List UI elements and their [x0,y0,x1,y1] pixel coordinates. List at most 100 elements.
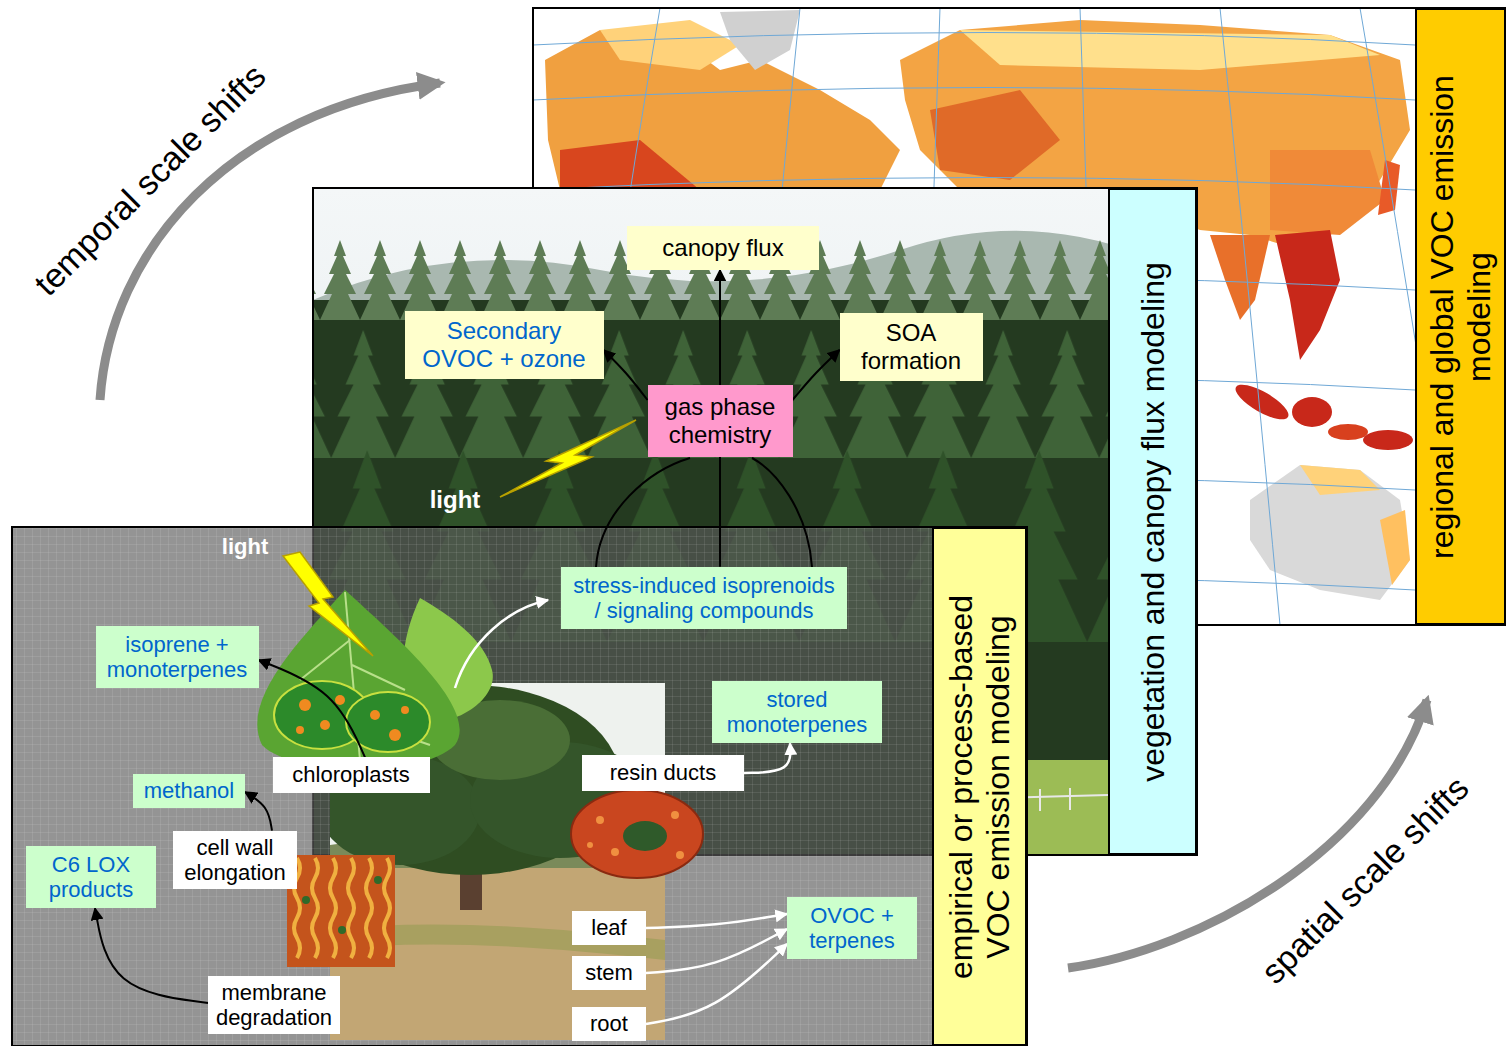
process-box: membrane degradation [208,976,340,1035]
world-map-panel [930,90,1060,180]
leaf-scale-panel [671,811,679,819]
leaf-scale-panel [571,790,703,878]
flow-line [752,458,812,567]
leaf-scale-panel [370,710,380,720]
flow-arrow [646,914,787,928]
scale-panel: vegetation and canopy flux modeling canop… [313,188,1197,855]
leaf-scale-panel [623,821,667,851]
scale-shift-arrow [100,83,1427,968]
process-box: root [572,1007,646,1040]
world-map-panel [600,20,740,70]
flow-arrow [245,792,272,831]
leaf-scale-panel [12,527,1027,1046]
flow-arrow [95,908,208,1003]
leaf-scale-panel [299,699,311,711]
box-label: Secondary OVOC + ozone [417,317,592,372]
leaf-scale-panel [302,876,382,934]
box-label: gas phase chemistry [658,393,783,448]
flow-arrow [719,270,721,386]
leaf-scale-panel [12,527,1027,1046]
leaf-scale-panel [401,706,409,714]
scale-shift-label: spatial scale shifts [1254,769,1477,992]
process-box: stored monoterpenes [712,681,882,744]
world-map-panel [533,33,1415,46]
leaf-scale-panel [338,926,346,934]
world-map-panel [533,88,1415,101]
leaf-scale-panel [335,695,345,705]
leaf-scale-panel [296,695,409,741]
process-box: cell wall elongation [173,831,297,890]
scale-panel: empirical or process-based VOC emission … [12,527,1027,1046]
panel-title: vegetation and canopy flux modeling [1134,212,1171,832]
leaf-scale-panel [611,848,619,856]
world-map-panel [1270,150,1385,235]
world-map-panel [1378,160,1400,215]
world-map-panel [1210,235,1270,320]
side-band: empirical or process-based VOC emission … [932,527,1027,1046]
side-band: regional and global VOC emission modelin… [1415,8,1506,625]
world-map-panel [1300,465,1380,495]
leaf-scale-panel [330,858,336,958]
flow-line [596,458,690,567]
process-box: gas phase chemistry [648,385,793,456]
box-label: resin ducts [593,760,733,785]
flow-arrow [604,350,648,400]
flow-arrow [646,944,787,1024]
leaf-scale-panel [348,858,354,958]
leaf-scale-panel [596,816,604,824]
box-label: stem [581,960,637,985]
lightning-symbol [283,552,373,656]
world-map-panel [1220,8,1280,625]
leaf-scale-panel [12,527,1027,1046]
box-label: OVOC + terpenes [797,903,907,954]
process-box: leaf [572,911,646,944]
side-band: vegetation and canopy flux modeling [1108,188,1197,855]
world-map-panel [1328,424,1368,440]
box-label: cell wall elongation [181,835,289,886]
flow-arrow [646,929,787,973]
leaf-scale-panel [676,851,684,859]
world-map-panel [720,10,800,70]
leaf-scale-panel [287,855,395,967]
box-label: C6 LOX products [36,852,146,903]
leaf-scale-panel [587,811,684,859]
box-label: stored monoterpenes [722,687,872,738]
panel-title: regional and global VOC emission modelin… [1424,47,1498,587]
world-map-panel [1363,430,1413,450]
box-label: SOA formation [854,319,969,374]
leaf-scale-panel [302,896,310,904]
world-map-panel [1231,378,1293,425]
leaf-scale-panel [312,858,318,958]
process-box: stem [572,956,646,989]
light-label: light [430,486,481,514]
box-label: chloroplasts [284,762,419,787]
leaf-scale-panel [374,876,382,884]
leaf-scale-panel [366,858,372,958]
box-label: membrane degradation [214,980,334,1031]
world-map-panel [560,140,700,190]
leaf-scale-panel [389,729,401,741]
leaf-scale-panel [587,842,593,848]
light-label: light [222,534,268,560]
process-box: C6 LOX products [26,846,156,909]
lightning-symbol [500,420,636,497]
scale-shift-arrow [100,83,440,400]
box-label: canopy flux [643,234,803,262]
world-map-panel [1380,510,1410,585]
box-label: root [581,1011,637,1036]
process-box: SOA formation [840,313,983,380]
flow-arrow [744,743,791,773]
leaf-scale-panel [320,720,330,730]
process-box: chloroplasts [273,757,430,792]
box-label: stress-induced isoprenoids / signaling c… [570,573,838,624]
process-box: canopy flux [627,226,819,270]
world-map-panel [1292,397,1332,427]
leaf-scale-panel [12,527,1027,1046]
world-map-panel [1275,230,1340,360]
world-map-panel [960,30,1380,70]
box-label: methanol [141,778,237,803]
leaf-scale-panel [294,858,390,958]
panel-title: empirical or process-based VOC emission … [943,577,1017,997]
process-box: isoprene + monoterpenes [96,626,259,689]
leaf-scale-panel [384,858,390,958]
